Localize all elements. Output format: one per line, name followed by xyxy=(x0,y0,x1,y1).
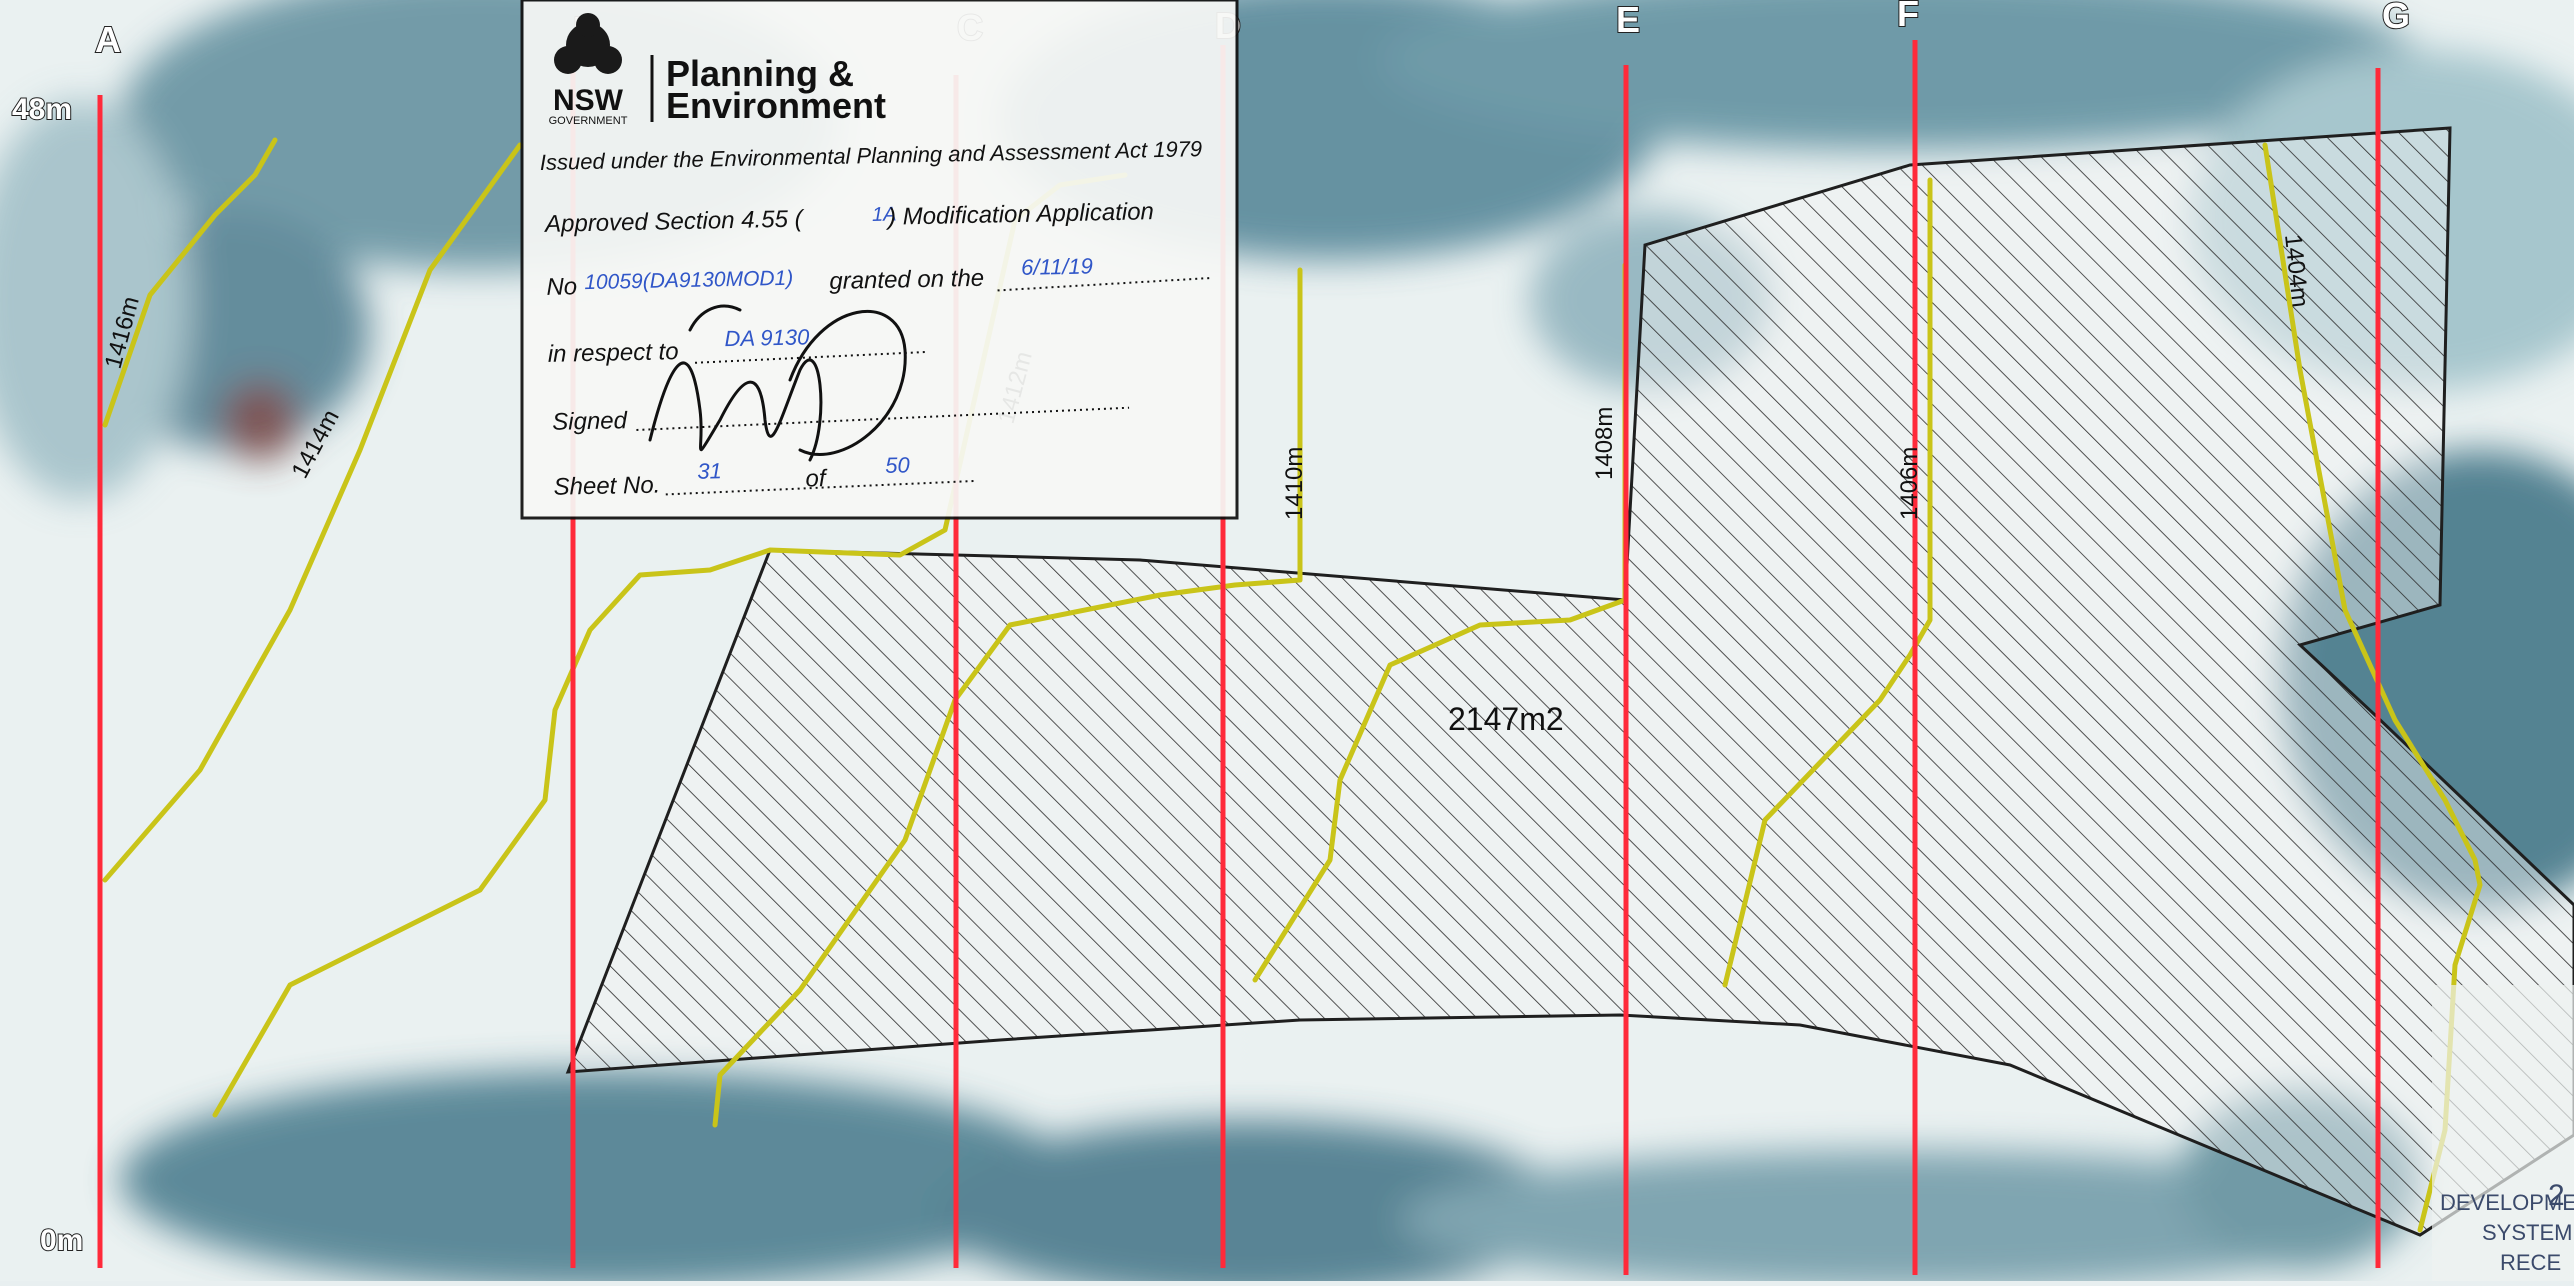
contour-label-1406: 1406m xyxy=(1896,447,1923,520)
stamp-of-label: of xyxy=(805,465,828,492)
stamp-of-value: 50 xyxy=(885,452,911,478)
received-stamp: 2 DEVELOPME SYSTEM RECE xyxy=(2432,985,2574,1281)
stamp-no-value: 10059(DA9130MOD1) xyxy=(584,267,793,294)
contour-1416 xyxy=(102,137,278,428)
stamp-approved-suffix: ) Modification Application xyxy=(885,198,1154,231)
approval-stamp: NSW GOVERNMENT Planning & Environment Is… xyxy=(520,0,1239,520)
stamp-approved-value: 1A xyxy=(872,204,897,227)
received-stamp-number: 2 xyxy=(2548,1179,2565,1212)
section-label-f: F xyxy=(1897,0,1919,34)
stamp-respect-label: in respect to xyxy=(548,338,679,368)
stamp-granted-value: 6/11/19 xyxy=(1021,253,1093,279)
contour-label-1410: 1410m xyxy=(1281,447,1308,520)
stamp-respect-value: DA 9130 xyxy=(724,324,810,351)
section-label-a: A xyxy=(95,19,121,60)
received-stamp-line1: DEVELOPME xyxy=(2440,1190,2574,1215)
nsw-waratah-logo xyxy=(554,13,622,74)
stamp-approved-prefix: Approved Section 4.55 ( xyxy=(543,205,806,237)
stamp-agency-bottom: GOVERNMENT xyxy=(549,115,628,127)
area-label: 2147m2 xyxy=(1448,701,1564,737)
contour-lines xyxy=(102,137,2483,1233)
signature xyxy=(648,304,907,462)
stamp-sheet-label: Sheet No. xyxy=(553,472,660,501)
contour-1414 xyxy=(102,142,523,883)
stamp-signed-label: Signed xyxy=(552,407,628,436)
stamp-department-2: Environment xyxy=(666,85,886,126)
scale-bottom-label: 0m xyxy=(40,1224,83,1257)
received-stamp-line2: SYSTEM xyxy=(2482,1220,2572,1245)
contour-1410 xyxy=(712,267,1303,1128)
stamp-agency-top: NSW xyxy=(553,84,624,117)
contour-1406 xyxy=(1722,177,1933,988)
stamp-granted-label: granted on the xyxy=(829,265,984,295)
stamp-department-1: Planning & xyxy=(666,53,854,94)
scale-top-label: 48m xyxy=(12,93,72,126)
stamp-no-label: No xyxy=(546,273,577,301)
received-stamp-line3: RECE xyxy=(2500,1250,2561,1275)
stamp-sheet-value: 31 xyxy=(697,458,722,484)
section-label-e: E xyxy=(1616,0,1640,40)
section-label-g: G xyxy=(2382,0,2410,36)
contour-1408 xyxy=(1252,262,1628,983)
contour-label-1408: 1408m xyxy=(1591,407,1618,480)
